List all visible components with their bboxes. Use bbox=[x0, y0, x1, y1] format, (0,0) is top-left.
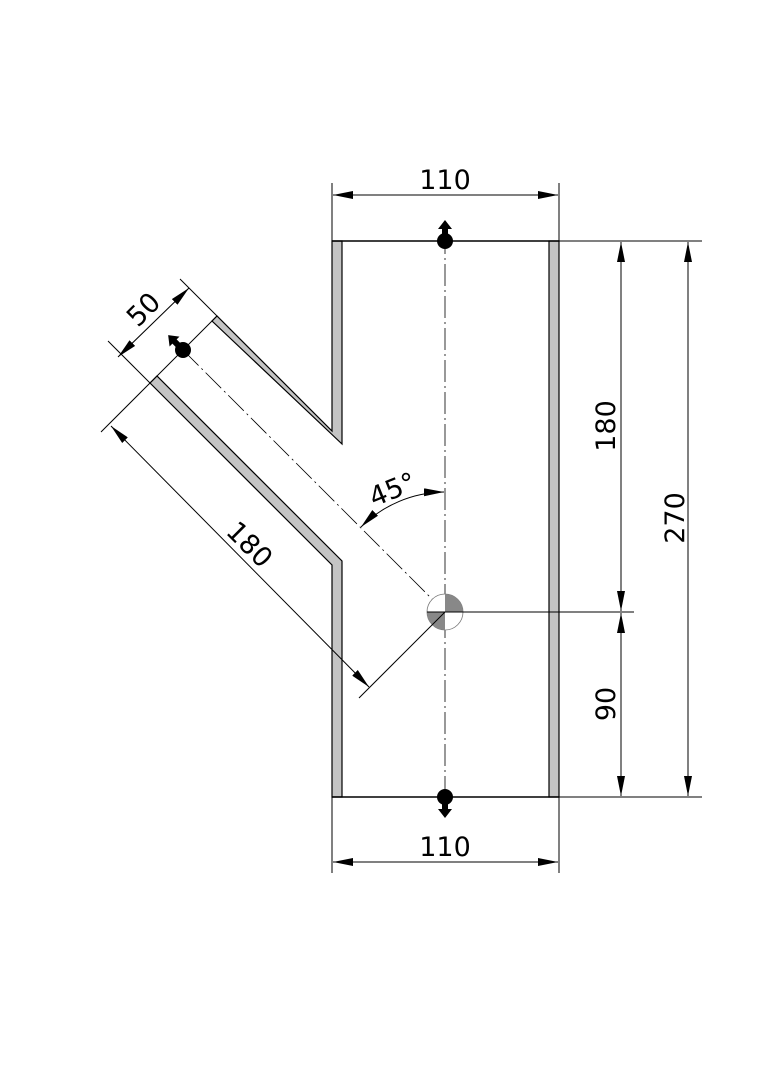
dimension-branch-angle: 45° bbox=[360, 467, 445, 528]
dimension-label-lower-height: 90 bbox=[591, 687, 622, 721]
dimension-bottom-width: 110 bbox=[331, 797, 560, 873]
branch-axis bbox=[182, 349, 446, 613]
dimension-label: 180 bbox=[220, 516, 278, 574]
dimension-top-width: 110 bbox=[331, 165, 560, 241]
dimension-label-upper-height: 180 bbox=[591, 400, 622, 452]
dimension-label: 45° bbox=[365, 467, 421, 514]
flow-marker-top-icon bbox=[437, 220, 453, 249]
dimension-label: 110 bbox=[419, 832, 471, 863]
dimension-label: 110 bbox=[419, 165, 471, 196]
dimension-branch-diameter: 50 bbox=[107, 278, 218, 384]
dimension-label: 50 bbox=[121, 287, 167, 333]
main-left-upper-wall bbox=[211, 240, 343, 446]
pipe-body bbox=[149, 240, 560, 798]
main-right-wall bbox=[548, 240, 560, 798]
dimension-heights: 180 90 270 bbox=[463, 240, 702, 798]
main-left-lower-wall bbox=[149, 375, 343, 798]
flow-marker-bottom-icon bbox=[437, 789, 453, 818]
dimension-label-total-height: 270 bbox=[660, 492, 691, 544]
dimension-branch-length: 180 bbox=[100, 382, 446, 699]
